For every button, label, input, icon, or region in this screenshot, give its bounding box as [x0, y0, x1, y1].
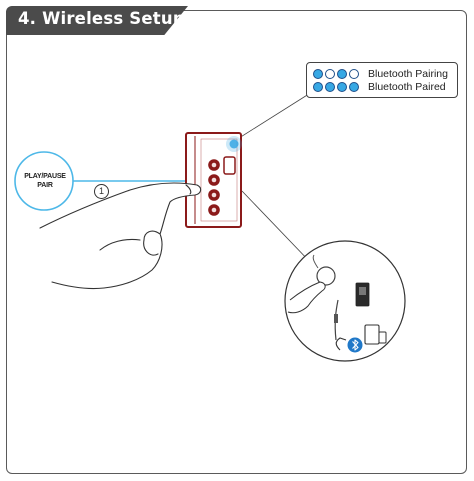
legend-label-pairing: Bluetooth Pairing — [368, 67, 448, 80]
tablet-icon — [364, 324, 380, 345]
legend-label-paired: Bluetooth Paired — [368, 80, 446, 93]
led-on-icon — [313, 68, 323, 79]
phone-icon — [378, 331, 387, 344]
led-on-icon — [349, 81, 359, 92]
usb-port-icon — [223, 156, 236, 175]
device-panel — [185, 132, 242, 228]
title-tab — [6, 6, 188, 35]
zoom-button-icon — [316, 266, 336, 286]
callout-label: PLAY/PAUSE PAIR — [16, 172, 74, 190]
step-number: 1 — [94, 184, 109, 199]
finger-pointing-icon — [39, 182, 202, 290]
led-legend: Bluetooth Pairing Bluetooth Paired — [306, 62, 458, 98]
led-off-icon — [349, 68, 359, 79]
zoom-leader-line — [241, 190, 313, 265]
led-on-icon — [337, 68, 347, 79]
led-on-icon — [337, 81, 347, 92]
callout-line-pair: PAIR — [37, 182, 53, 189]
led-on-icon — [313, 81, 323, 92]
legend-row-pairing: Bluetooth Pairing — [313, 67, 448, 80]
legend-row-paired: Bluetooth Paired — [313, 80, 446, 93]
signal-wave-icon — [312, 254, 319, 269]
led-off-icon — [325, 68, 335, 79]
callout-line-play-pause: PLAY/PAUSE — [24, 173, 66, 180]
zoom-finger-icon — [287, 281, 326, 314]
led-on-icon — [325, 81, 335, 92]
status-led-icon — [229, 139, 239, 149]
detail-zoom-circle — [284, 240, 406, 362]
page-title: 4. Wireless Setup1/2 — [18, 9, 215, 28]
